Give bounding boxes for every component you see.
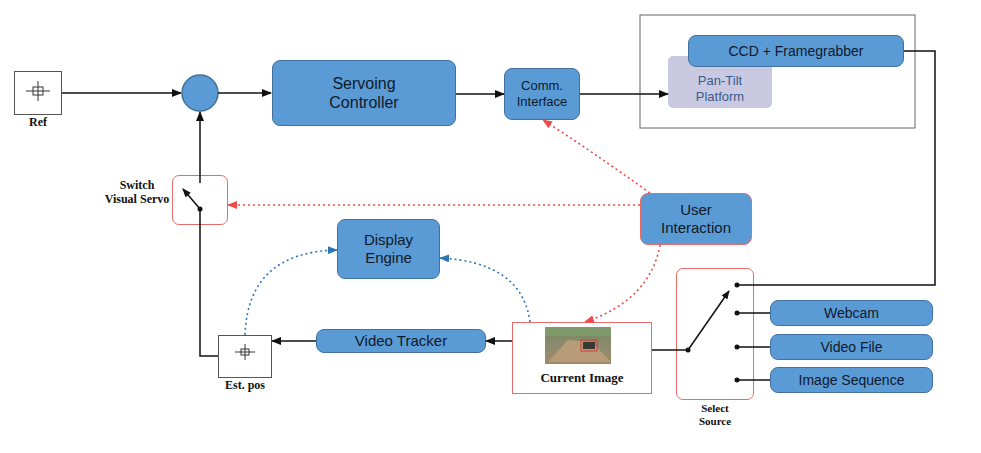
- estimate-symbol: [235, 344, 255, 360]
- terminal-lead: [737, 379, 754, 381]
- symbol-line: [235, 352, 255, 353]
- block-label: Ref: [29, 116, 47, 130]
- photo-vehicle: [583, 342, 595, 349]
- box-label: Video Tracker: [355, 332, 447, 350]
- symbol-square: [241, 349, 249, 355]
- box-label: Comm. Interface: [509, 78, 575, 109]
- source-box: Webcam: [770, 300, 933, 326]
- terminal-lead: [737, 346, 754, 348]
- process-box: Comm. Interface: [504, 68, 580, 120]
- box-label: CCD + Framegrabber: [729, 43, 864, 60]
- control-connector: [585, 245, 660, 322]
- control-connector: [228, 204, 640, 206]
- switch-arm: [688, 291, 729, 350]
- source-box: Video File: [770, 334, 933, 360]
- summing-junction: [182, 75, 218, 111]
- process-box: CCD + Framegrabber: [688, 35, 904, 67]
- reference-block: Ref: [14, 71, 62, 115]
- signal-connector: [754, 51, 935, 285]
- process-box: Video Tracker: [316, 329, 486, 353]
- signal-connector: [200, 225, 218, 356]
- terminal-lead: [737, 312, 754, 314]
- source-switch-box: Select Source: [676, 268, 754, 400]
- photo-target-box: [581, 340, 597, 351]
- signal-connector: [486, 340, 512, 342]
- switch-arm: [183, 189, 200, 209]
- symbol-line: [245, 344, 246, 360]
- process-box: Servoing Controller: [272, 60, 456, 126]
- signal-connector: [754, 379, 770, 381]
- block-label: Est. pos: [225, 379, 265, 393]
- symbol-line: [26, 91, 50, 92]
- signal-connector: [652, 349, 676, 351]
- signal-connector: [580, 93, 668, 95]
- switch-pivot: [686, 348, 691, 353]
- box-label: Webcam: [824, 305, 879, 322]
- box-label: User Interaction: [655, 201, 737, 237]
- box-label: Video File: [820, 339, 882, 356]
- servo-switch-symbol: [183, 175, 203, 225]
- photo-background: [545, 327, 611, 364]
- source-box: Image Sequence: [770, 367, 933, 393]
- switch-terminal: [735, 311, 740, 316]
- control-connector: [245, 250, 337, 335]
- switch-box: Switch Visual Servo: [172, 175, 228, 225]
- feedback-wire: [199, 112, 201, 175]
- estimate-block: Est. pos: [218, 335, 272, 378]
- signal-connector: [754, 346, 770, 348]
- signal-connector: [272, 340, 316, 342]
- box-label: Current Image: [540, 370, 623, 386]
- camera-enclosure: [640, 15, 915, 128]
- source-switch-symbol: [676, 283, 754, 383]
- process-box: Display Engine: [337, 219, 440, 279]
- symbol-line: [38, 81, 39, 101]
- control-connector: [543, 120, 650, 193]
- box-label: Display Engine: [352, 231, 425, 267]
- switch-terminal: [735, 345, 740, 350]
- box-label: Servoing Controller: [317, 74, 411, 112]
- control-connector: [440, 258, 530, 322]
- symbol-square: [33, 87, 43, 95]
- switch-lead: [199, 209, 201, 225]
- camera-photo: [545, 327, 611, 364]
- box-label: Image Sequence: [799, 372, 905, 389]
- block-label: Switch Visual Servo: [103, 179, 171, 207]
- terminal-lead: [737, 284, 754, 286]
- photo-road: [548, 340, 611, 362]
- image-box: Current Image: [512, 322, 652, 394]
- switch-pivot: [198, 207, 203, 212]
- switch-lead: [199, 175, 201, 183]
- interaction-box: User Interaction: [640, 193, 752, 245]
- photo-trees: [545, 327, 611, 336]
- switch-lead: [676, 349, 688, 351]
- signal-connector: [456, 93, 504, 95]
- block-label: Select Source: [690, 402, 740, 427]
- box-label: Pan-Tilt Platform: [674, 73, 766, 104]
- switch-terminal: [735, 283, 740, 288]
- reference-symbol: [26, 81, 50, 101]
- reference-wire: [62, 92, 181, 94]
- switch-terminal: [735, 378, 740, 383]
- signal-connector: [754, 312, 770, 314]
- error-wire: [218, 92, 271, 94]
